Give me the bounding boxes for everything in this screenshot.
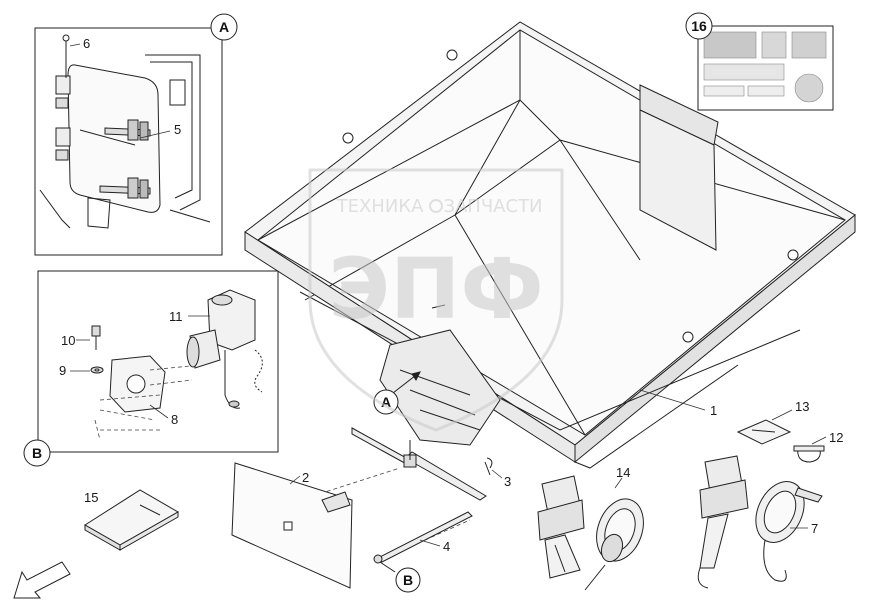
decal-sheet (697, 25, 834, 111)
hopper (244, 21, 856, 469)
svg-text:ЭПФ: ЭПФ (328, 240, 543, 338)
stand-frame (299, 427, 487, 561)
callout-10: 10 (61, 333, 75, 348)
leader-14 (614, 477, 623, 489)
svg-text:16: 16 (691, 18, 707, 34)
plate-2 (231, 462, 353, 589)
leader-4 (419, 539, 441, 547)
svg-text:B: B (32, 445, 42, 461)
rod-4 (373, 511, 473, 564)
callout-8: 8 (171, 412, 178, 427)
shackle-12 (793, 436, 827, 463)
detail-marker-a: A (210, 13, 238, 41)
manual-15 (84, 489, 180, 551)
leader-6 (69, 43, 81, 47)
leader-8 (149, 404, 169, 419)
callout-4: 4 (443, 539, 450, 554)
detail-box-a (34, 27, 223, 256)
callout-14: 14 (616, 465, 630, 480)
pointer-b: B (379, 561, 421, 593)
leader-13 (771, 409, 793, 421)
leader-5 (139, 130, 171, 139)
callout-11: 11 (169, 309, 183, 324)
watermark-logo: ТЕХНИКА ЗАПЧАСТИ ЭПФ (308, 168, 564, 432)
pin-3 (484, 457, 503, 479)
leader-12 (811, 436, 827, 445)
callout-7: 7 (811, 521, 818, 536)
label-plate-13 (736, 409, 793, 445)
detail-box-b (37, 270, 279, 453)
callout-3: 3 (504, 474, 511, 489)
svg-text:B: B (403, 572, 413, 588)
svg-text:A: A (219, 19, 229, 35)
direction-arrow-icon (13, 561, 71, 599)
callout-1: 1 (710, 403, 717, 418)
ratchet-strap-14 (537, 475, 644, 591)
leader-3 (491, 469, 503, 479)
callout-15: 15 (84, 490, 98, 505)
svg-text:A: A (381, 394, 391, 410)
decal-marker-16: 16 (685, 12, 713, 40)
detail-marker-b: B (23, 439, 51, 467)
ratchet-strap-7 (697, 455, 823, 589)
callout-9: 9 (59, 363, 66, 378)
callout-6: 6 (83, 36, 90, 51)
svg-text:ТЕХНИКА: ТЕХНИКА (336, 196, 424, 217)
callout-5: 5 (174, 122, 181, 137)
callout-2: 2 (302, 470, 309, 485)
callout-12: 12 (829, 430, 843, 445)
leader-1 (639, 389, 706, 411)
svg-text:ЗАПЧАСТИ: ЗАПЧАСТИ (443, 196, 542, 217)
leader-2 (289, 475, 301, 485)
callout-13: 13 (795, 399, 809, 414)
